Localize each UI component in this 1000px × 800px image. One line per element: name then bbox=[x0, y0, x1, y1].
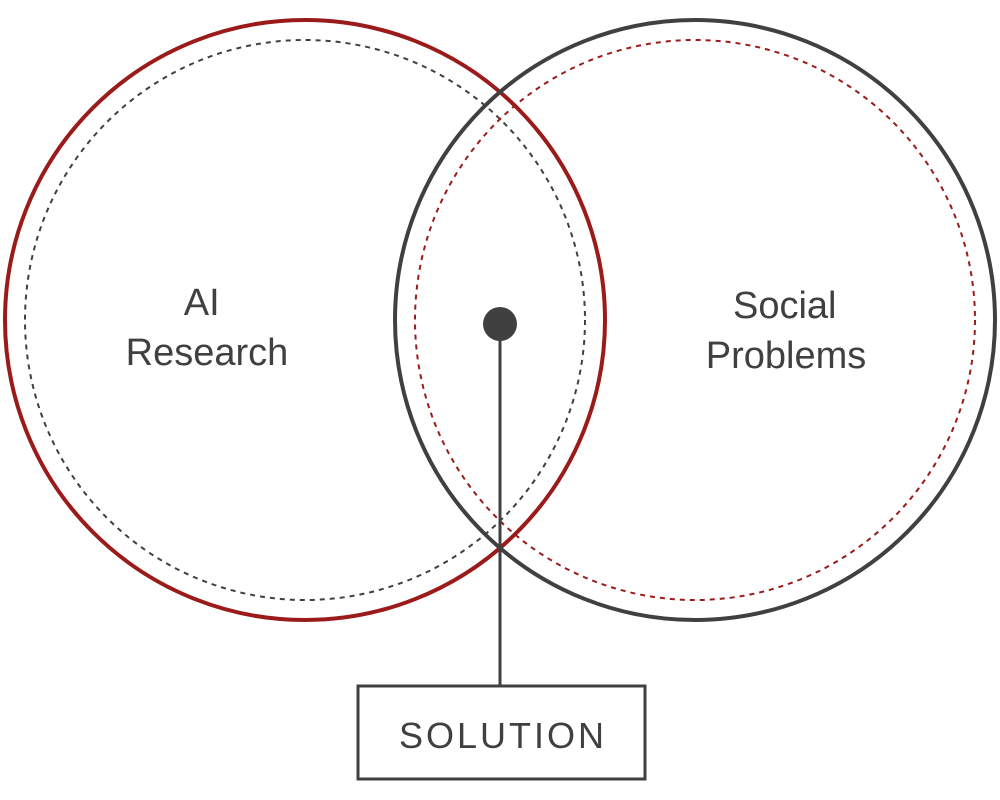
ai-research-label-line1: AI bbox=[184, 282, 220, 324]
social-problems-label: Social Problems bbox=[706, 285, 867, 377]
solution-label: SOLUTION bbox=[399, 715, 607, 756]
ai-research-circle-outline bbox=[3, 18, 607, 622]
social-problems-label-line2: Problems bbox=[706, 335, 867, 377]
ai-research-label-line2: Research bbox=[126, 332, 289, 374]
social-problems-circle-dashed-ring bbox=[414, 39, 976, 601]
ai-research-circle-dashed-ring bbox=[24, 39, 586, 601]
social-problems-label-line1: Social bbox=[733, 285, 837, 327]
ai-research-label: AI Research bbox=[126, 282, 289, 374]
solution-box bbox=[356, 684, 647, 781]
social-problems-circle-outline bbox=[393, 18, 997, 622]
intersection-dot bbox=[483, 307, 517, 341]
